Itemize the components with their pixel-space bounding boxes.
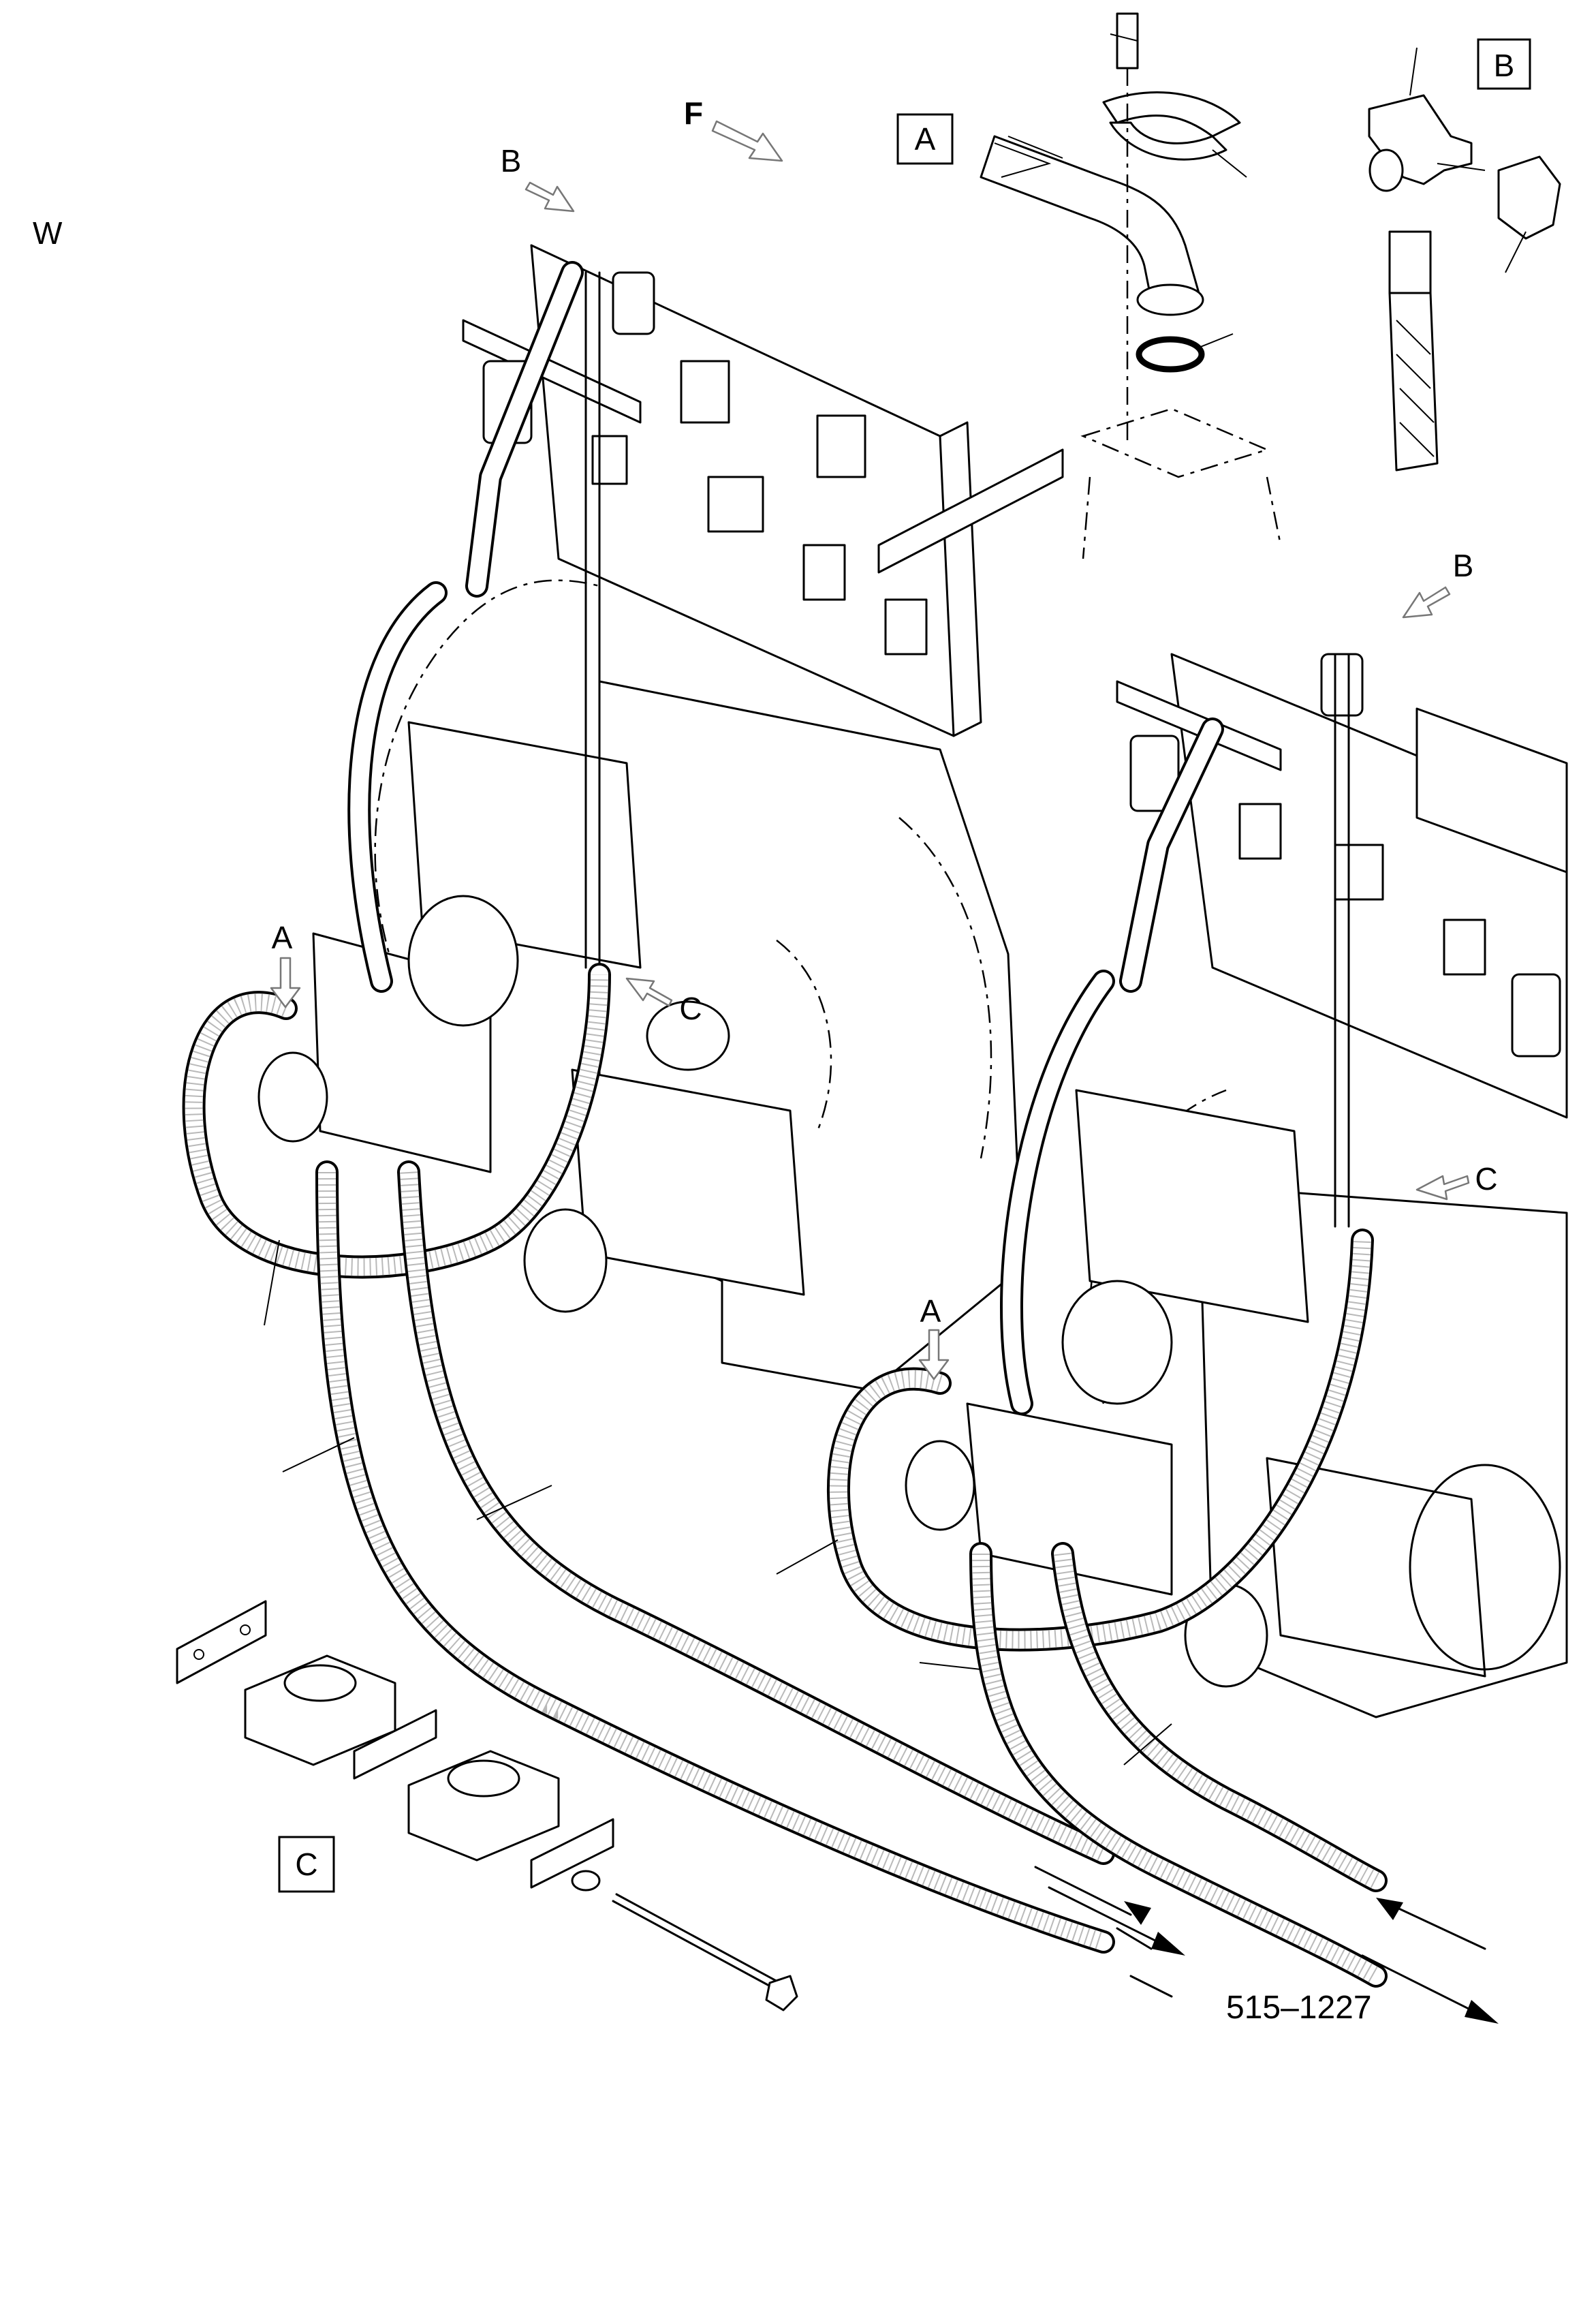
intermediate-plate-2 — [530, 1818, 614, 1889]
detail-a-clamp-upper — [1102, 91, 1241, 138]
callout-c-left-label: C — [679, 991, 702, 1026]
right-control-block — [1075, 1089, 1309, 1323]
cover-plate — [176, 1600, 267, 1684]
right-filter-3 — [1511, 973, 1561, 1058]
pointer-arrow-icon — [625, 977, 673, 1007]
flow-arrow-out-left — [1151, 1932, 1185, 1956]
left-gearbox-assembly — [257, 244, 1064, 1391]
intermediate-plate-1 — [353, 1709, 437, 1780]
right-rear-tank — [1415, 707, 1568, 874]
callout-b-left: B — [501, 143, 575, 213]
flow-arrow-in-left — [1124, 1901, 1151, 1925]
detail-a-flange — [1136, 283, 1204, 316]
right-solenoid-2 — [1334, 844, 1384, 901]
pointer-arrow-icon — [525, 181, 575, 213]
callout-b-right-label: B — [1453, 548, 1474, 583]
callout-a-right-label: A — [920, 1293, 941, 1329]
bolt-head — [765, 1975, 798, 2011]
left-upper-rail — [462, 319, 642, 424]
detail-b-label: B — [1494, 48, 1515, 83]
right-hydraulic-unit — [905, 1440, 975, 1531]
flow-arrows — [1034, 1866, 1499, 2024]
callout-b-right: B — [1402, 548, 1474, 619]
right-solenoid-3 — [1443, 919, 1486, 976]
right-solenoid-1 — [1238, 803, 1282, 860]
left-hydraulic-unit — [257, 1051, 328, 1143]
clamp-half-lower — [407, 1750, 560, 1862]
left-pump-cap — [407, 895, 519, 1027]
left-solenoid-4 — [802, 544, 846, 601]
detail-a-clamp-lower — [1109, 121, 1227, 161]
right-filter-1 — [1129, 735, 1180, 812]
hoses — [182, 581, 1388, 1988]
detail-b-hose-end — [1388, 230, 1432, 294]
callout-c-right: C — [1415, 1161, 1498, 1201]
right-lower-valve — [1266, 1457, 1486, 1678]
left-solenoid-6 — [591, 435, 628, 485]
left-solenoid-5 — [884, 598, 928, 655]
detail-b-nut — [1497, 155, 1561, 240]
right-pump-cap — [1061, 1280, 1173, 1405]
flow-arrow-out-right — [1465, 2000, 1499, 2024]
callout-a-left: A — [270, 920, 301, 1008]
detail-c-label: C — [295, 1847, 317, 1882]
right-filter-2 — [1320, 653, 1364, 717]
left-filter-2 — [612, 271, 655, 335]
pointer-arrow-icon — [1415, 1175, 1470, 1201]
direction-indicator: F — [684, 95, 783, 162]
corner-mark: W — [33, 215, 63, 251]
detail-c-box — [278, 1836, 335, 1893]
left-housing-dashed-outline — [374, 579, 600, 1009]
left-side-bracket — [877, 448, 1064, 574]
bolt-shaft — [612, 1900, 778, 1991]
washer-icon — [571, 1870, 601, 1892]
leader-lines — [264, 1239, 1172, 1765]
detail-a-label: A — [915, 121, 936, 157]
detail-b: B — [1368, 38, 1561, 472]
detail-c: C — [176, 1600, 798, 2011]
callout-b-left-label: B — [501, 143, 522, 179]
detail-a-box — [896, 113, 954, 165]
pointer-arrow-icon — [918, 1329, 950, 1380]
callout-c-right-label: C — [1475, 1161, 1497, 1197]
left-lower-valve — [571, 1068, 805, 1296]
right-upper-rail — [1116, 680, 1282, 771]
pointer-arrow-icon — [270, 957, 301, 1008]
right-pump-block — [966, 1402, 1173, 1596]
detail-a: A — [896, 12, 1282, 559]
callout-a-left-label: A — [272, 920, 293, 955]
detail-b-box — [1477, 38, 1531, 90]
detail-b-hose — [1388, 292, 1439, 472]
o-ring-icon — [1136, 336, 1205, 373]
direction-mark: F — [684, 95, 703, 131]
direction-arrow-icon — [711, 120, 783, 162]
left-solenoid-1 — [680, 360, 730, 424]
drawing-number: 515–1227 — [1226, 1990, 1372, 2026]
callout-c-left: C — [625, 977, 702, 1026]
detail-a-hose-elbow — [980, 135, 1200, 301]
left-solenoid-2 — [707, 476, 764, 533]
left-lower-cap — [523, 1208, 608, 1313]
left-solenoid-3 — [816, 414, 866, 478]
callout-a-right: A — [918, 1293, 950, 1380]
left-valve-knob — [646, 1000, 730, 1071]
detail-a-screw — [1116, 12, 1139, 70]
right-gearbox-assembly — [905, 653, 1568, 1718]
flow-arrow-in-right — [1376, 1898, 1403, 1920]
pointer-arrow-icon — [1402, 586, 1451, 619]
